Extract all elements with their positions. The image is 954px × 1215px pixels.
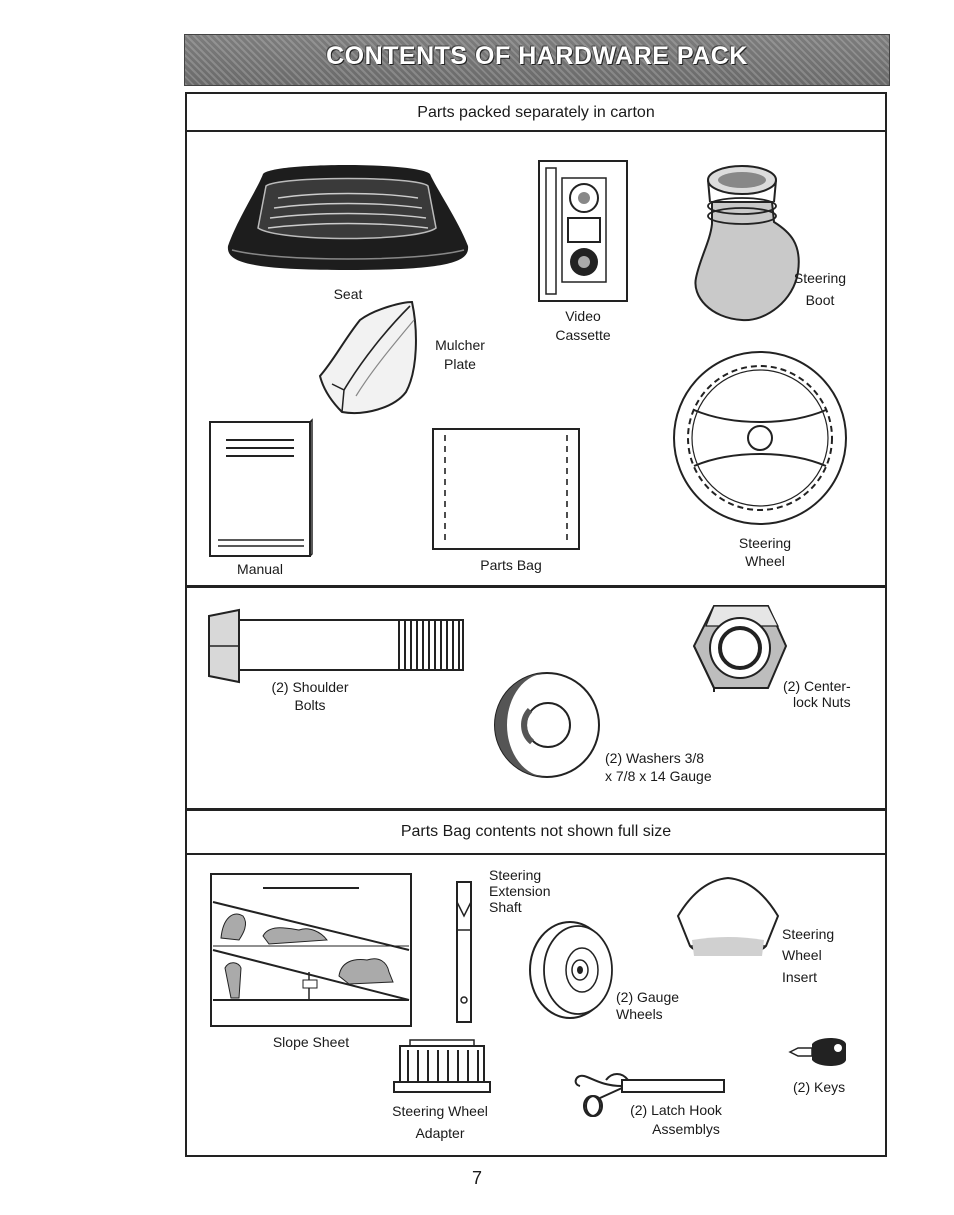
keys-label: (2) Keys	[793, 1079, 846, 1095]
extension-shaft-label-line3: Shaft	[489, 899, 522, 915]
extension-shaft-illustration	[456, 881, 472, 1023]
manual-label: Manual	[237, 561, 283, 577]
shoulder-bolts-label-line2: Bolts	[294, 697, 326, 713]
slope-sheet-label: Slope Sheet	[272, 1034, 350, 1050]
gauge-wheel-illustration	[529, 921, 613, 1019]
page-title: CONTENTS OF HARDWARE PACK	[326, 42, 748, 70]
wheel-adapter-illustration	[393, 1039, 491, 1093]
steering-wheel-illustration	[673, 351, 847, 525]
wheel-insert-label-line1: Steering	[782, 926, 835, 942]
washers-label-line2: x 7/8 x 14 Gauge	[605, 768, 712, 784]
page-number: 7	[471, 1168, 482, 1188]
centerlock-nuts-label-line1: (2) Center-	[783, 678, 851, 694]
wheel-insert-label-line3: Insert	[782, 969, 818, 985]
parts-bag-label: Parts Bag	[480, 557, 542, 573]
mulcher-plate-illustration	[318, 300, 417, 414]
mulcher-plate-label-line2: Plate	[444, 356, 476, 372]
steering-boot-label-line2: Boot	[805, 292, 835, 308]
gauge-wheels-label-line2: Wheels	[616, 1006, 663, 1022]
seat-label: Seat	[333, 286, 363, 302]
steering-wheel-label-line1: Steering	[738, 535, 792, 551]
slope-sheet-illustration	[210, 873, 412, 1027]
washer-illustration	[494, 672, 600, 778]
washers-label-line1: (2) Washers 3/8	[605, 750, 705, 766]
video-cassette-illustration	[538, 160, 628, 302]
wheel-adapter-label-line2: Adapter	[415, 1125, 465, 1141]
latch-hook-illustration	[574, 1073, 725, 1117]
mulcher-plate-label-line1: Mulcher	[435, 337, 485, 353]
extension-shaft-label-line1: Steering	[489, 867, 542, 883]
section3-box	[185, 853, 887, 1157]
latch-hook-label-line1: (2) Latch Hook	[630, 1102, 722, 1118]
extension-shaft-label-line2: Extension	[489, 883, 551, 899]
wheel-insert-label-line2: Wheel	[782, 947, 822, 963]
shoulder-bolts-label-line1: (2) Shoulder	[271, 679, 349, 695]
wheel-insert-illustration	[676, 876, 780, 956]
section3-header: Parts Bag contents not shown full size	[400, 823, 672, 840]
section1-header: Parts packed separately in carton	[417, 104, 655, 121]
key-illustration	[788, 1038, 846, 1066]
steering-boot-label-line1: Steering	[793, 270, 847, 286]
parts-bag-illustration	[432, 428, 580, 550]
manual-illustration	[209, 418, 313, 557]
steering-boot-illustration	[694, 165, 800, 322]
shoulder-bolt-illustration	[208, 608, 464, 684]
steering-wheel-label-line2: Wheel	[745, 553, 785, 569]
gauge-wheels-label-line1: (2) Gauge	[616, 989, 680, 1005]
seat-illustration	[227, 165, 469, 270]
latch-hook-label-line2: Assemblys	[652, 1121, 720, 1137]
title-banner: CONTENTS OF HARDWARE PACK	[184, 34, 890, 86]
centerlock-nut-illustration	[692, 605, 788, 692]
video-cassette-label-line1: Video	[565, 308, 601, 324]
centerlock-nuts-label-line2: lock Nuts	[793, 694, 851, 710]
video-cassette-label-line2: Cassette	[555, 327, 611, 343]
wheel-adapter-label-line1: Steering Wheel	[392, 1103, 488, 1119]
